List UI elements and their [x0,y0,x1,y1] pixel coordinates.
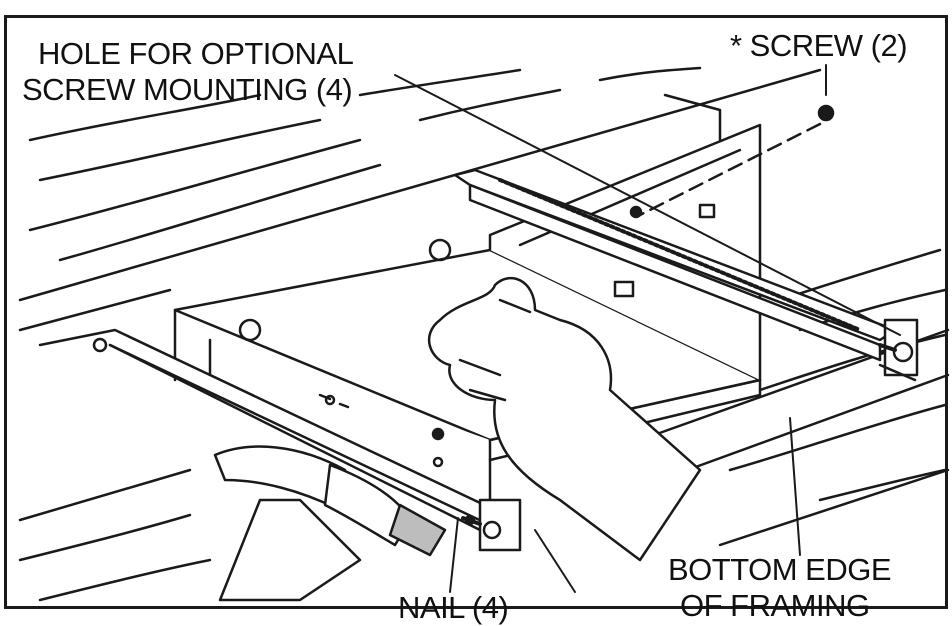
label-nail: NAIL (4) [398,590,509,625]
left-framing [18,468,212,602]
hand [428,276,702,562]
left-rail [38,328,522,552]
leader-lines [394,64,901,593]
nails [461,343,897,526]
label-screw: * SCREW (2) [730,28,908,63]
upper-joist [18,66,822,332]
label-hole-line2: SCREW MOUNTING (4) [22,72,353,107]
label-bottom-line1: BOTTOM EDGE [668,552,892,587]
label-bottom-line2: OF FRAMING [680,588,870,623]
label-hole-line1: HOLE FOR OPTIONAL [38,36,354,71]
screws [629,104,835,219]
mounting-rail [453,168,919,382]
installation-illustration [18,64,950,602]
hammer [213,445,447,602]
